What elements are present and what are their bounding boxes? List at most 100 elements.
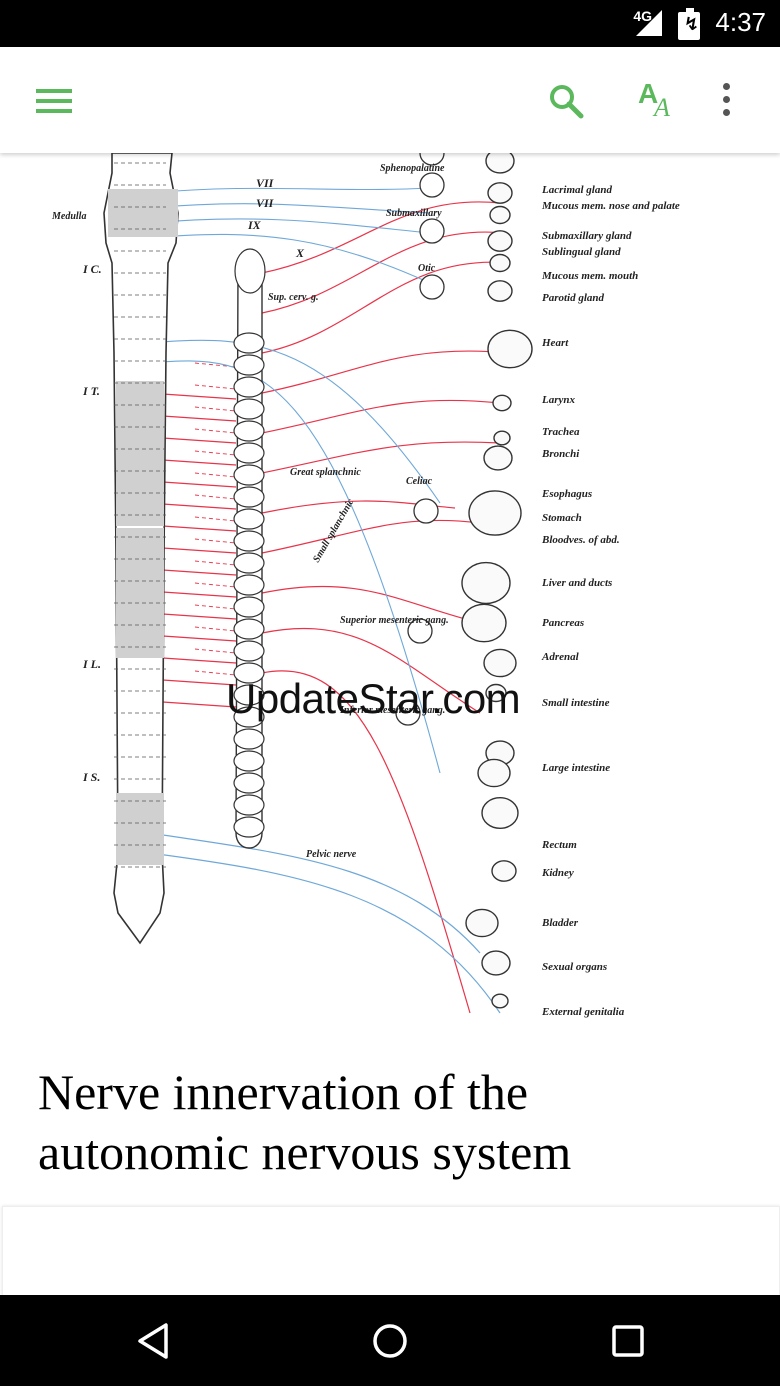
organ-label: Pancreas — [542, 617, 584, 629]
organ-label: Adrenal — [541, 651, 580, 663]
sympathetic-efferent — [261, 441, 501, 474]
sympathetic-efferent — [261, 670, 471, 1014]
pelvic-nerve-fiber — [149, 852, 501, 1014]
cranial-nerve-label: VII — [256, 176, 275, 190]
more-vert-icon[interactable] — [718, 83, 734, 117]
organ-shape — [465, 908, 499, 938]
signal-icon — [636, 10, 662, 36]
organ-shape — [491, 993, 509, 1009]
organ-label: Large intestine — [541, 762, 610, 774]
gray-ramus — [194, 494, 237, 500]
chain-ganglion — [233, 684, 265, 706]
organ-label: Bronchi — [541, 448, 580, 460]
battery-charging-icon: ↯ — [678, 12, 700, 40]
gray-ramus — [194, 472, 237, 478]
watermark: UpdateStar.com — [226, 675, 521, 722]
organ-label: Parotid gland — [542, 292, 605, 304]
organ-shape — [485, 683, 507, 703]
back-icon[interactable] — [132, 1319, 176, 1363]
gray-ramus — [194, 538, 237, 544]
battery-tip — [686, 8, 694, 12]
navigation-bar — [0, 1295, 780, 1386]
ganglion-label: Sup. cerv. g. — [268, 292, 318, 303]
organ-label: Sexual organs — [542, 961, 607, 973]
organ-shape — [481, 950, 511, 976]
organ-shape — [468, 490, 522, 536]
font-size-icon[interactable]: A A — [638, 78, 678, 122]
parasympathetic-fiber — [149, 360, 441, 774]
parasympathetic-fiber — [149, 339, 441, 504]
organ-shape — [491, 860, 517, 882]
sympathetic-efferent — [261, 201, 501, 274]
ganglion-label: Otic — [418, 263, 436, 274]
clock: 4:37 — [715, 7, 766, 37]
search-icon[interactable] — [548, 83, 584, 119]
chain-ganglion — [233, 728, 265, 750]
ganglion-label: Superior mesenteric gang. — [340, 615, 449, 626]
chain-ganglion — [233, 574, 265, 596]
chain-ganglion — [233, 530, 265, 552]
chain-ganglion — [233, 596, 265, 618]
organ-shape — [487, 182, 513, 204]
parasympathetic-fiber — [149, 218, 431, 234]
ad-banner[interactable] — [2, 1206, 780, 1296]
spinal-level-label: Medulla — [51, 211, 86, 222]
sympathetic-efferent — [261, 231, 506, 314]
autonomic-ganglion — [419, 274, 445, 300]
sympathetic-efferent — [261, 399, 501, 434]
chain-ganglion — [233, 706, 265, 728]
superior-cervical-ganglion — [234, 248, 266, 294]
organ-label: Esophagus — [541, 488, 592, 500]
recents-icon[interactable] — [606, 1319, 650, 1363]
article-title: Nerve innervation of the autonomic nervo… — [38, 1064, 572, 1180]
ganglion-label: Great splanchnic — [290, 467, 361, 478]
organ-label: Small intestine — [542, 697, 610, 709]
chain-ganglion — [233, 420, 265, 442]
organ-shape — [483, 445, 513, 471]
parasympathetic-fiber — [149, 233, 431, 284]
chain-ganglion — [233, 552, 265, 574]
cranial-nerve-label: X — [295, 246, 305, 260]
organ-shape — [477, 758, 511, 788]
spinal-level-label: I T. — [82, 384, 100, 398]
hamburger-menu-icon[interactable] — [36, 89, 72, 115]
svg-text:A: A — [638, 79, 658, 109]
svg-text:A: A — [652, 93, 670, 119]
chain-ganglion — [233, 508, 265, 530]
sympathetic-efferent — [261, 627, 481, 714]
organ-label: Rectum — [541, 839, 577, 851]
organ-label: Sublingual gland — [542, 246, 621, 258]
organ-label: External genitalia — [541, 1006, 625, 1018]
spinal-segment-shade — [116, 381, 164, 526]
parasympathetic-fiber — [149, 203, 431, 214]
sympathetic-efferent — [261, 519, 481, 554]
autonomic-ganglion — [419, 218, 445, 244]
gray-ramus — [194, 384, 237, 390]
ganglion-label: Sphenopalatine — [380, 163, 445, 174]
ganglion-label: Pelvic nerve — [306, 849, 357, 860]
chain-ganglion — [233, 794, 265, 816]
home-icon[interactable] — [368, 1319, 412, 1363]
ganglion-label: Small splanchnic — [311, 497, 357, 565]
parasympathetic-fiber — [149, 187, 431, 194]
organ-label: Submaxillary gland — [542, 230, 632, 242]
chain-ganglion — [233, 398, 265, 420]
organ-shape — [492, 394, 512, 412]
sympathetic-efferent — [261, 585, 481, 624]
gray-ramus — [194, 604, 237, 610]
organ-shape — [489, 253, 511, 273]
sympathetic-efferent — [261, 261, 511, 354]
status-bar: 4G ↯ 4:37 — [0, 0, 780, 47]
gray-ramus — [194, 626, 237, 632]
chain-ganglion — [233, 354, 265, 376]
autonomic-ganglion — [395, 700, 421, 726]
organ-shape — [487, 230, 513, 252]
organ-label: Bladder — [541, 917, 579, 929]
chain-ganglion — [233, 442, 265, 464]
gray-ramus — [194, 582, 237, 588]
gray-ramus — [194, 648, 237, 654]
spinal-level-label: I S. — [82, 770, 100, 784]
organ-shape — [483, 648, 517, 678]
